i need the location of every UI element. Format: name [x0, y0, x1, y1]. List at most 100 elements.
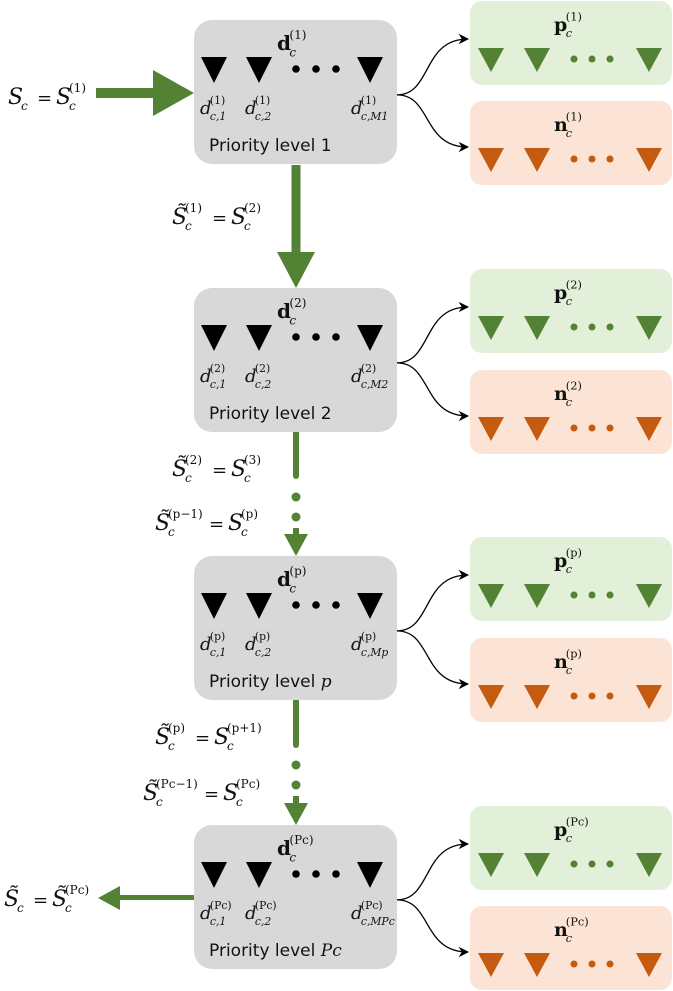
symbol-subscript: c — [566, 395, 573, 409]
dot — [312, 65, 320, 73]
down-triangle-icon — [478, 685, 504, 709]
dot — [570, 323, 578, 331]
dot — [570, 55, 578, 63]
symbol-superscript: (2) — [255, 362, 270, 375]
dot — [312, 601, 320, 609]
down-triangle-icon — [524, 48, 550, 72]
symbol-subscript: c — [289, 581, 296, 595]
symbol-base: p — [554, 14, 567, 36]
symbol-superscript: (2) — [289, 296, 306, 310]
negative-box — [470, 638, 672, 722]
equation-rhs-subscript: c — [241, 525, 248, 539]
dot — [606, 591, 614, 599]
dot — [588, 323, 596, 331]
transition-equation: S̃(2)c=S(3)c — [172, 453, 261, 485]
equation-rhs-superscript: (p+1) — [227, 721, 262, 735]
ellipsis-dots-icon — [570, 424, 614, 432]
item-label: d(2)c,2 — [245, 362, 271, 391]
ellipsis-dots-icon — [570, 860, 614, 868]
symbol-subscript: c — [566, 26, 573, 40]
connector-arrow-positive — [396, 301, 470, 364]
equation-equals: = — [212, 208, 227, 229]
symbol-superscript: (2) — [566, 278, 582, 292]
level-title: Priority level Pc — [209, 941, 342, 961]
equation-rhs-superscript: (1) — [69, 81, 86, 95]
equation-rhs-superscript: (2) — [244, 201, 261, 215]
symbol-subscript: c — [566, 831, 573, 845]
positive-label: p(p)c — [554, 546, 582, 577]
positive-label: p(2)c — [554, 278, 582, 309]
positive-label: p(Pc)c — [554, 815, 589, 846]
flow-layer — [96, 33, 470, 958]
negative-label: n(2)c — [554, 379, 582, 410]
symbol-superscript: (2) — [566, 379, 582, 393]
transition-equation: S̃(Pc−1)c=S(Pc)c — [143, 777, 260, 809]
down-triangle-icon — [524, 584, 550, 608]
symbol-superscript: (1) — [566, 10, 582, 24]
positive-box — [470, 1, 672, 85]
transition-equation: S̃(p−1)c=S(p)c — [155, 507, 258, 539]
down-triangle-icon — [478, 417, 504, 441]
ellipsis-dots-icon — [292, 65, 340, 73]
symbol-superscript: (p) — [210, 630, 225, 643]
down-triangle-icon — [636, 853, 662, 877]
positive-box-1: p(1) c — [470, 1, 672, 85]
ellipsis-dots-icon — [292, 870, 340, 878]
equation-rhs-subscript: c — [65, 901, 72, 915]
dot — [291, 760, 301, 770]
equation-lhs-superscript: (2) — [185, 453, 202, 467]
positive-box — [470, 537, 672, 621]
connector-arrow-negative — [396, 899, 470, 958]
equation-lhs-subscript: c — [185, 219, 192, 233]
dot — [292, 65, 300, 73]
symbol-superscript: (Pc) — [361, 899, 383, 912]
arrow-icon — [284, 534, 308, 556]
equation-equals: = — [195, 728, 210, 749]
symbol-subscript: c,M2 — [361, 378, 389, 391]
symbol-base: p — [554, 819, 567, 841]
dot — [588, 960, 596, 968]
ellipsis-dots-icon — [570, 55, 614, 63]
down-triangle-icon — [636, 148, 662, 172]
dot — [606, 323, 614, 331]
symbol-base: d — [277, 836, 291, 860]
down-triangle-icon — [636, 417, 662, 441]
equation-lhs: S — [8, 85, 23, 110]
symbol-base: d — [351, 366, 363, 387]
symbol-subscript: c,1 — [210, 915, 226, 928]
symbol-base: d — [245, 903, 257, 924]
symbol-base: d — [200, 903, 212, 924]
symbol-superscript: (1) — [289, 28, 306, 42]
flow-arrow-shaft — [293, 528, 299, 534]
equation-equals: = — [209, 514, 224, 535]
down-triangle-icon — [357, 593, 383, 619]
equation-lhs-subscript: c — [168, 525, 175, 539]
equation-lhs: S̃ — [155, 510, 170, 536]
positive-box-2: p(2)c — [470, 269, 672, 353]
symbol-subscript: c — [289, 850, 296, 864]
symbol-subscript: c — [566, 663, 573, 677]
dot — [291, 492, 301, 502]
negative-box — [470, 906, 672, 990]
dot — [332, 601, 340, 609]
equation-rhs: S — [56, 85, 71, 110]
symbol-base: d — [277, 31, 291, 55]
item-label: d(1)c,M1 — [351, 94, 388, 123]
down-triangle-icon — [201, 862, 227, 888]
positive-label: p(1) c — [554, 10, 582, 41]
down-triangle-icon — [246, 862, 272, 888]
level-set-label: d(p)c — [277, 564, 306, 595]
symbol-superscript: (Pc) — [566, 915, 589, 929]
symbol-base: d — [200, 366, 212, 387]
down-triangle-icon — [636, 48, 662, 72]
item-label: d(1)c,2 — [245, 94, 271, 123]
down-triangle-icon — [478, 853, 504, 877]
symbol-subscript: c,1 — [210, 646, 226, 659]
dot — [332, 65, 340, 73]
level-set-label: d(2)c — [277, 296, 306, 327]
down-triangle-icon — [357, 325, 383, 351]
